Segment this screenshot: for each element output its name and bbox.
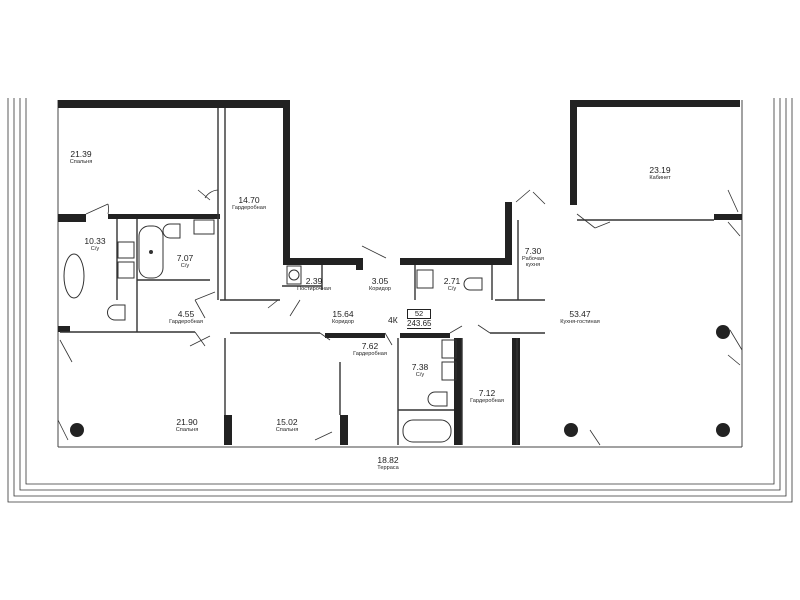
room-area: 7.12 <box>478 388 496 398</box>
room-area: 7.62 <box>361 341 379 351</box>
room-name: Спальня <box>275 426 299 433</box>
room-name: Кабинет <box>649 174 671 181</box>
room-area: 18.82 <box>377 455 399 465</box>
room-area: 7.30 <box>524 246 542 256</box>
room-area: 21.39 <box>70 149 92 159</box>
room-area: 10.33 <box>84 236 106 246</box>
partitions <box>60 108 714 445</box>
fixtures <box>63 219 483 443</box>
room-name: Гардеробная <box>169 318 203 325</box>
terrace-outline <box>7 98 793 503</box>
room-area: 7.38 <box>411 362 429 372</box>
room-name: Гардеробная <box>232 204 266 211</box>
room-name: С/у <box>415 371 425 378</box>
room-area: 23.19 <box>649 165 671 175</box>
room-name: Спальня <box>175 426 199 433</box>
apartment-type: 4К <box>388 315 398 325</box>
apartment-number: 52 <box>407 309 431 319</box>
room-area: 4.55 <box>177 309 195 319</box>
room-name: Рабочая кухня <box>522 255 544 268</box>
room-name: Коридор <box>368 285 392 292</box>
room-name: Коридор <box>331 318 355 325</box>
room-area: 2.71 <box>443 276 461 286</box>
room-area: 15.64 <box>332 309 354 319</box>
room-area: 2.39 <box>305 276 323 286</box>
room-area: 3.05 <box>371 276 389 286</box>
room-name: С/у <box>180 262 190 269</box>
room-area: 14.70 <box>238 195 260 205</box>
room-name: С/у <box>90 245 100 252</box>
floor-line <box>57 100 743 448</box>
room-name: Гардеробная <box>470 397 504 404</box>
apartment-summary: 4К 52 243.65 <box>388 309 434 330</box>
walls <box>58 100 742 445</box>
room-name: Гардеробная <box>353 350 387 357</box>
columns <box>70 325 730 437</box>
room-name: С/у <box>447 285 457 292</box>
room-name: Спальня <box>69 158 93 165</box>
room-name: Терраса <box>377 464 399 471</box>
total-area: 243.65 <box>407 319 432 329</box>
room-name: Постирочная <box>297 285 331 292</box>
room-area: 15.02 <box>276 417 298 427</box>
doors <box>57 189 743 446</box>
room-name: Кухня-гостиная <box>560 318 600 325</box>
room-area: 21.90 <box>176 417 198 427</box>
room-area: 53.47 <box>569 309 591 319</box>
room-area: 7.07 <box>176 253 194 263</box>
